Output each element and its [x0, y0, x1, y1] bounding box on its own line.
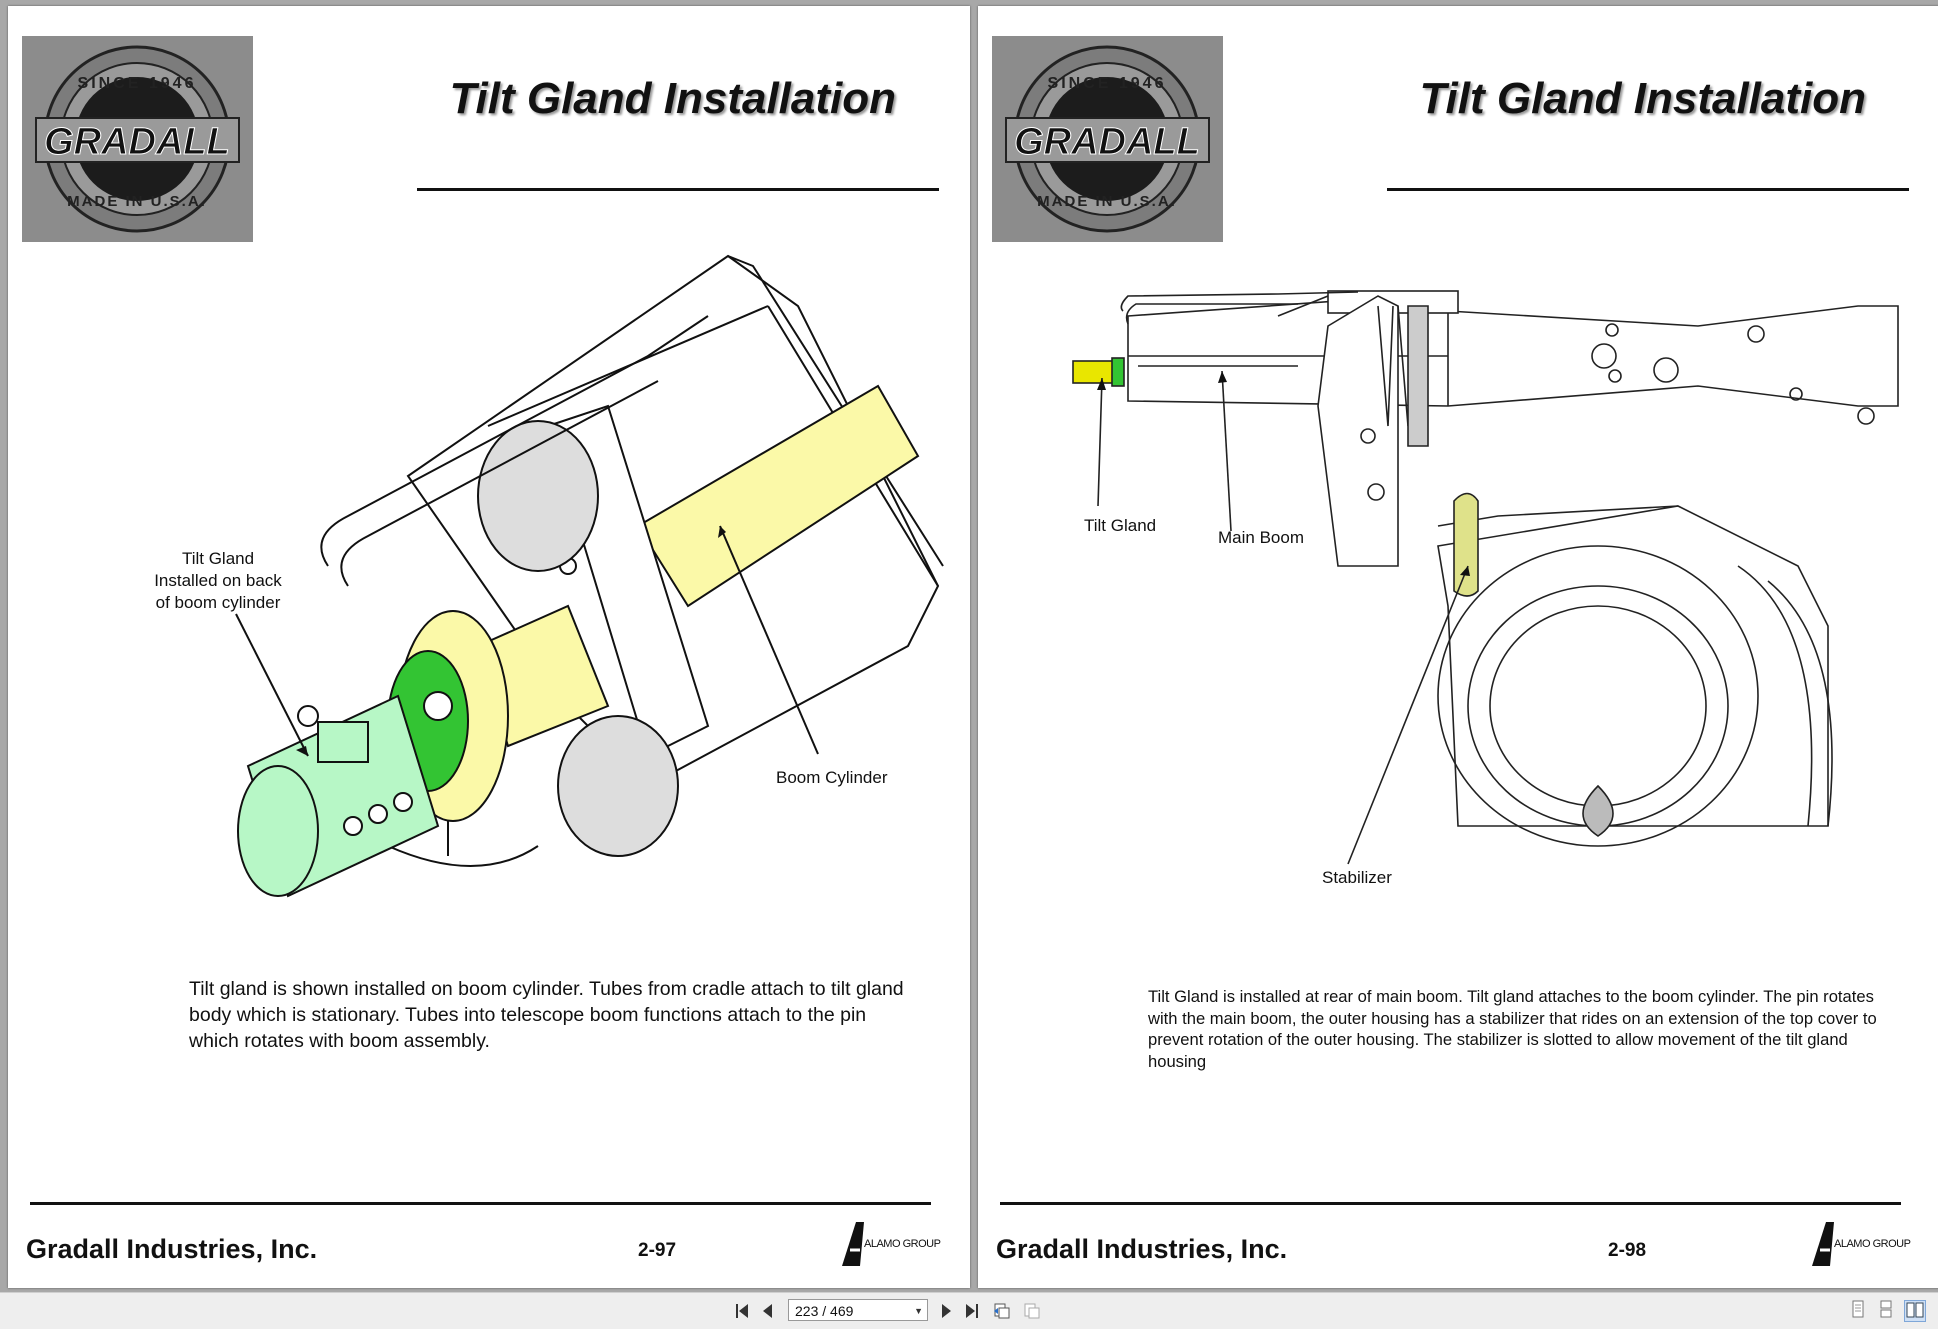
main-boom-illustration — [1072, 290, 1899, 865]
tilt-gland-label: Tilt Gland — [1084, 516, 1157, 535]
last-page-icon[interactable] — [962, 1301, 982, 1321]
alamo-logo-text: ALAMO GROUP — [1834, 1238, 1911, 1250]
alamo-logo-icon — [1812, 1222, 1834, 1266]
logo-brand-text: GRADALL — [44, 121, 230, 163]
previous-view-icon[interactable] — [992, 1301, 1012, 1321]
tilt-gland-label: Tilt Gland Installed on back of boom cyl… — [138, 548, 298, 614]
page-number-select[interactable]: 223 / 469 ▼ — [788, 1299, 928, 1321]
stabilizer-label: Stabilizer — [1322, 868, 1392, 887]
document-page-left: GRADALL SINCE 1946 MADE IN U.S.A. Tilt G… — [8, 6, 970, 1288]
boom-cylinder-label: Boom Cylinder — [776, 768, 888, 787]
main-boom-label: Main Boom — [1218, 528, 1304, 547]
document-page-right: GRADALL SINCE 1946 MADE IN U.S.A. Tilt G… — [978, 6, 1938, 1288]
page-body-text: Tilt Gland is installed at rear of main … — [1148, 987, 1877, 1071]
footer-page-number: 2-97 — [638, 1240, 677, 1261]
logo-bottom-text: MADE IN U.S.A. — [1037, 193, 1177, 210]
footer-company: Gradall Industries, Inc. — [26, 1234, 318, 1264]
page-title: Tilt Gland Installation — [449, 74, 896, 123]
title-divider — [1387, 188, 1909, 191]
title-divider — [417, 188, 939, 191]
logo-bottom-text: MADE IN U.S.A. — [67, 193, 207, 210]
two-page-view-icon[interactable] — [1904, 1300, 1926, 1322]
page-body-text: Tilt gland is shown installed on boom cy… — [189, 978, 904, 1052]
page-indicator-text: 223 / 469 — [795, 1303, 854, 1319]
tilt-gland-label-line1: Tilt Gland — [181, 549, 255, 568]
first-page-icon[interactable] — [732, 1301, 752, 1321]
single-page-view-icon[interactable] — [1848, 1300, 1868, 1320]
next-view-icon[interactable] — [1022, 1301, 1042, 1321]
next-page-icon[interactable] — [936, 1301, 956, 1321]
logo-top-text: SINCE 1946 — [78, 75, 197, 92]
tilt-gland-label-line2: Installed on back — [154, 571, 282, 590]
document-viewer[interactable]: GRADALL SINCE 1946 MADE IN U.S.A. Tilt G… — [0, 0, 1938, 1292]
footer-divider — [30, 1202, 931, 1205]
logo-top-text: SINCE 1946 — [1048, 75, 1167, 92]
prev-page-icon[interactable] — [758, 1301, 778, 1321]
logo-brand-text: GRADALL — [1014, 121, 1200, 163]
chevron-down-icon[interactable]: ▼ — [914, 1306, 923, 1316]
tilt-gland-label-line3: of boom cylinder — [155, 593, 281, 612]
page-title: Tilt Gland Installation — [1419, 74, 1866, 123]
gradall-logo: GRADALL SINCE 1946 MADE IN U.S.A. — [992, 36, 1223, 242]
footer-divider — [1000, 1202, 1901, 1205]
navigation-toolbar: 223 / 469 ▼ — [0, 1292, 1938, 1329]
boom-cylinder-illustration — [235, 254, 944, 898]
footer-page-number: 2-98 — [1608, 1240, 1647, 1261]
alamo-logo-icon — [842, 1222, 864, 1266]
continuous-view-icon[interactable] — [1876, 1300, 1896, 1320]
footer-company: Gradall Industries, Inc. — [996, 1234, 1288, 1264]
gradall-logo: GRADALL SINCE 1946 MADE IN U.S.A. — [22, 36, 253, 242]
alamo-logo-text: ALAMO GROUP — [864, 1238, 941, 1250]
